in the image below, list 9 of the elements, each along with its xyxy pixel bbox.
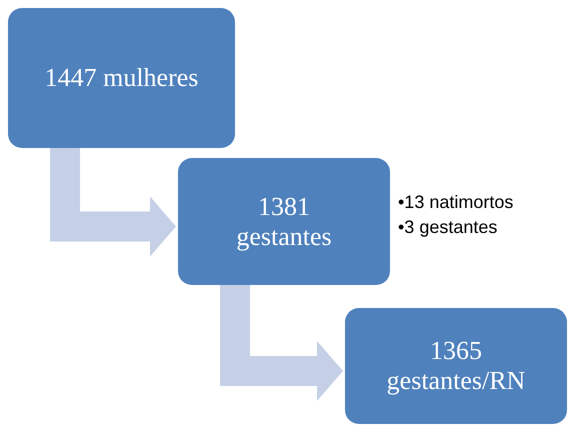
bullet-note: •13 natimortos [398, 191, 514, 214]
box-label: 1365 gestantes/RN [386, 336, 526, 396]
box-label: 1447 mulheres [44, 63, 198, 93]
bent-arrow [50, 148, 176, 256]
box-label: 1381 gestantes [235, 192, 333, 252]
bullet-note: •3 gestantes [398, 216, 498, 240]
process-box [8, 8, 235, 148]
process-box [345, 308, 567, 424]
process-box [178, 158, 390, 285]
